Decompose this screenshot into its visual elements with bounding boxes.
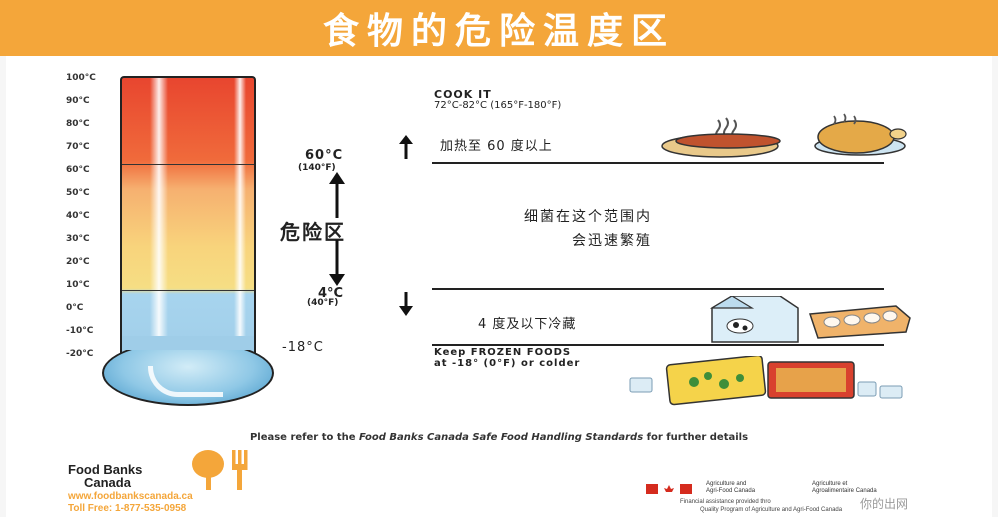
- reference-note-suffix: for further details: [643, 432, 749, 443]
- thermometer-neck: [122, 336, 254, 350]
- divider-line: [432, 344, 884, 346]
- cook-range: 72°C-82°C (165°F-180°F): [434, 100, 562, 111]
- canada-flag-icon: [646, 484, 692, 494]
- thermometer-line-4c: [122, 290, 254, 291]
- reference-note-prefix: Please refer to the: [249, 432, 359, 443]
- agriculture-fr-line2: Agroalimentaire Canada: [812, 488, 877, 494]
- watermark: 你的出网: [860, 497, 909, 511]
- scale-label: 80°C: [66, 119, 90, 129]
- left-edge: [0, 0, 6, 517]
- scale-label: 100°C: [66, 73, 96, 83]
- hotdog-chicken-icon: [661, 113, 907, 158]
- down-arrow-icon: [399, 292, 413, 316]
- funding-line1: Financial assistance provided thro: [680, 499, 771, 505]
- scale-label: 90°C: [66, 96, 90, 106]
- org-name-line1: Food Banks: [68, 462, 143, 477]
- thermometer-shine: [234, 78, 246, 370]
- agriculture-en-line2: Agri-Food Canada: [706, 488, 756, 494]
- lower-temp-c: 4°C: [318, 286, 344, 301]
- agriculture-en: Agriculture and Agri-Food Canada: [706, 481, 755, 495]
- upper-temp-f: (140°F): [298, 163, 336, 173]
- org-name: Food Banks Canada: [68, 463, 142, 489]
- cook-title: COOK IT: [434, 88, 492, 101]
- frozen-line1: Keep FROZEN FOODS: [434, 347, 572, 358]
- upper-temp-c: 60°C: [305, 148, 344, 163]
- scale-label: 30°C: [66, 234, 90, 244]
- bacteria-line1: 细菌在这个范围内: [524, 209, 652, 225]
- fork-spoon-logo-icon: [192, 450, 248, 490]
- scale-label: 10°C: [66, 280, 90, 290]
- toll-free: Toll Free: 1-877-535-0958: [68, 503, 187, 514]
- up-arrow-icon: [329, 172, 345, 218]
- thermometer-line-60c: [122, 164, 254, 165]
- danger-zone-label: 危险区: [280, 220, 346, 244]
- thermometer-shine: [150, 78, 168, 370]
- bacteria-line2: 会迅速繁殖: [572, 233, 652, 249]
- thermometer-tube: [120, 76, 256, 370]
- reference-note-standard: Food Banks Canada Safe Food Handling Sta…: [359, 432, 644, 443]
- milk-eggs-icon: [709, 296, 911, 343]
- scale-label: 0°C: [66, 303, 84, 313]
- agriculture-en-line1: Agriculture and: [706, 481, 747, 487]
- scale-label: -20°C: [66, 349, 94, 359]
- right-edge: [992, 0, 998, 517]
- org-name-line2: Canada: [84, 475, 131, 490]
- scale-label: 60°C: [66, 165, 90, 175]
- divider-line: [432, 288, 884, 290]
- freeze-temp: -18°C: [282, 340, 324, 355]
- frozen-line2: at -18° (0°F) or colder: [434, 358, 581, 369]
- lower-temp-f: (40°F): [307, 298, 339, 308]
- page-title: 食物的危险温度区: [322, 11, 675, 52]
- frozen-food-icon: [629, 356, 903, 406]
- scale-label: 50°C: [66, 188, 90, 198]
- scale-label: 20°C: [66, 257, 90, 267]
- title-banner: 食物的危险温度区: [0, 0, 998, 56]
- up-arrow-icon: [399, 135, 413, 159]
- reference-note: Please refer to the Food Banks Canada Sa…: [0, 432, 998, 443]
- scale-label: 40°C: [66, 211, 90, 221]
- heat-note: 加热至 60 度以上: [440, 139, 553, 154]
- funding-line2: Quality Program of Agriculture and Agri-…: [700, 507, 843, 513]
- agriculture-fr: Agriculture et Agroalimentaire Canada: [812, 481, 877, 495]
- website-link[interactable]: www.foodbankscanada.ca: [68, 491, 193, 502]
- divider-line: [432, 162, 884, 164]
- fridge-note: 4 度及以下冷藏: [478, 317, 577, 332]
- agriculture-fr-line1: Agriculture et: [812, 481, 848, 487]
- scale-label: 70°C: [66, 142, 90, 152]
- down-arrow-icon: [329, 240, 345, 286]
- scale-label: -10°C: [66, 326, 94, 336]
